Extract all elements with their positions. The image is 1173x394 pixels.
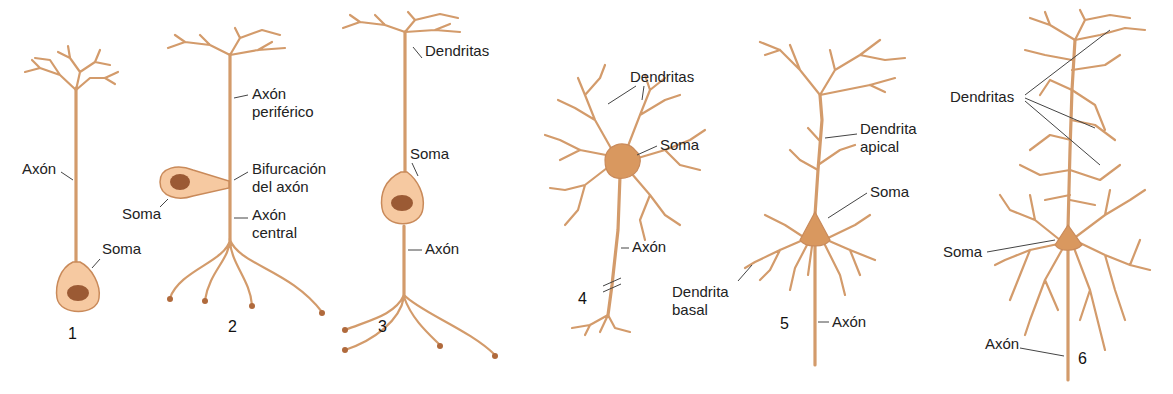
part-label: Soma (660, 136, 699, 154)
leader-line (621, 248, 629, 249)
part-label: Dendrita apical (860, 120, 940, 156)
soma (605, 144, 640, 178)
leader-line (61, 172, 73, 180)
neuron-3 (342, 12, 498, 359)
leader-line (828, 193, 867, 218)
leader-line (825, 134, 857, 138)
part-label: Soma (870, 183, 909, 201)
soma (382, 172, 424, 224)
part-label: Soma (943, 243, 982, 261)
leader-line (1025, 30, 1110, 165)
axon (402, 226, 405, 296)
leader-line (234, 218, 248, 219)
neuron-1 (25, 46, 118, 312)
axon-terminals (345, 295, 495, 355)
basal-dendrites (995, 190, 1150, 350)
part-label: Dendritas (630, 68, 694, 86)
axon (813, 246, 816, 365)
terminal (249, 303, 255, 309)
leader-line (160, 199, 168, 207)
neuron-5 (745, 40, 905, 365)
dendrite-trunk (403, 32, 406, 174)
terminal (342, 347, 348, 353)
part-label: Soma (102, 240, 141, 258)
part-label: Axón periférico (252, 85, 324, 121)
part-label: Axón (632, 238, 666, 256)
part-label: Axón (425, 240, 459, 258)
axon (608, 176, 620, 315)
dendrite-tree (545, 65, 705, 240)
dendrite-tree (25, 46, 118, 90)
soma (57, 262, 100, 312)
part-label: Axón (22, 160, 56, 178)
part-label: Axón central (252, 206, 314, 242)
leader-line (412, 163, 418, 176)
dendrite-tree (343, 12, 460, 32)
part-label: Dendritas (425, 42, 489, 60)
terminal (202, 298, 208, 304)
callout-number: 4 (578, 290, 587, 308)
terminal (319, 310, 325, 316)
apical-dendrite (815, 95, 822, 215)
leader-line (1020, 348, 1064, 356)
callout-number: 2 (228, 318, 237, 336)
axon-terminals (572, 315, 630, 335)
leader-lines (61, 30, 1110, 356)
axon-terminals (170, 238, 322, 312)
leader-line (738, 265, 752, 281)
dendrite-tree (1020, 10, 1145, 205)
callout-number: 1 (68, 325, 77, 343)
callout-number: 6 (1078, 350, 1087, 368)
nucleus (391, 195, 413, 211)
leader-line (413, 47, 422, 58)
leader-line (234, 95, 248, 98)
soma (160, 167, 229, 198)
leader-line (987, 240, 1055, 252)
leader-line (408, 250, 422, 251)
callout-number: 3 (378, 318, 387, 336)
terminal (167, 296, 173, 302)
part-label: Dendrita basal (672, 283, 742, 319)
part-label: Axón (832, 313, 866, 331)
nucleus (170, 174, 190, 190)
part-label: Bifurcación del axón (252, 160, 344, 196)
leader-line (608, 86, 644, 104)
callout-number: 5 (780, 315, 789, 333)
part-label: Soma (410, 145, 449, 163)
axon (74, 88, 77, 265)
terminal (492, 353, 498, 359)
terminal (437, 343, 443, 349)
leader-line (92, 259, 100, 268)
terminal (342, 327, 348, 333)
axon (228, 55, 231, 240)
soma (800, 212, 830, 246)
neuron-6 (995, 10, 1150, 380)
nucleus (67, 285, 89, 301)
part-label: Dendritas (950, 88, 1014, 106)
axon (1066, 250, 1069, 380)
break-mark (603, 278, 621, 292)
soma (1055, 225, 1082, 250)
part-label: Axón (985, 335, 1019, 353)
dendrite-tree (168, 28, 285, 55)
leader-line (637, 146, 657, 155)
part-label: Soma (122, 205, 161, 223)
leader-line (818, 322, 829, 323)
leader-line (234, 172, 248, 180)
